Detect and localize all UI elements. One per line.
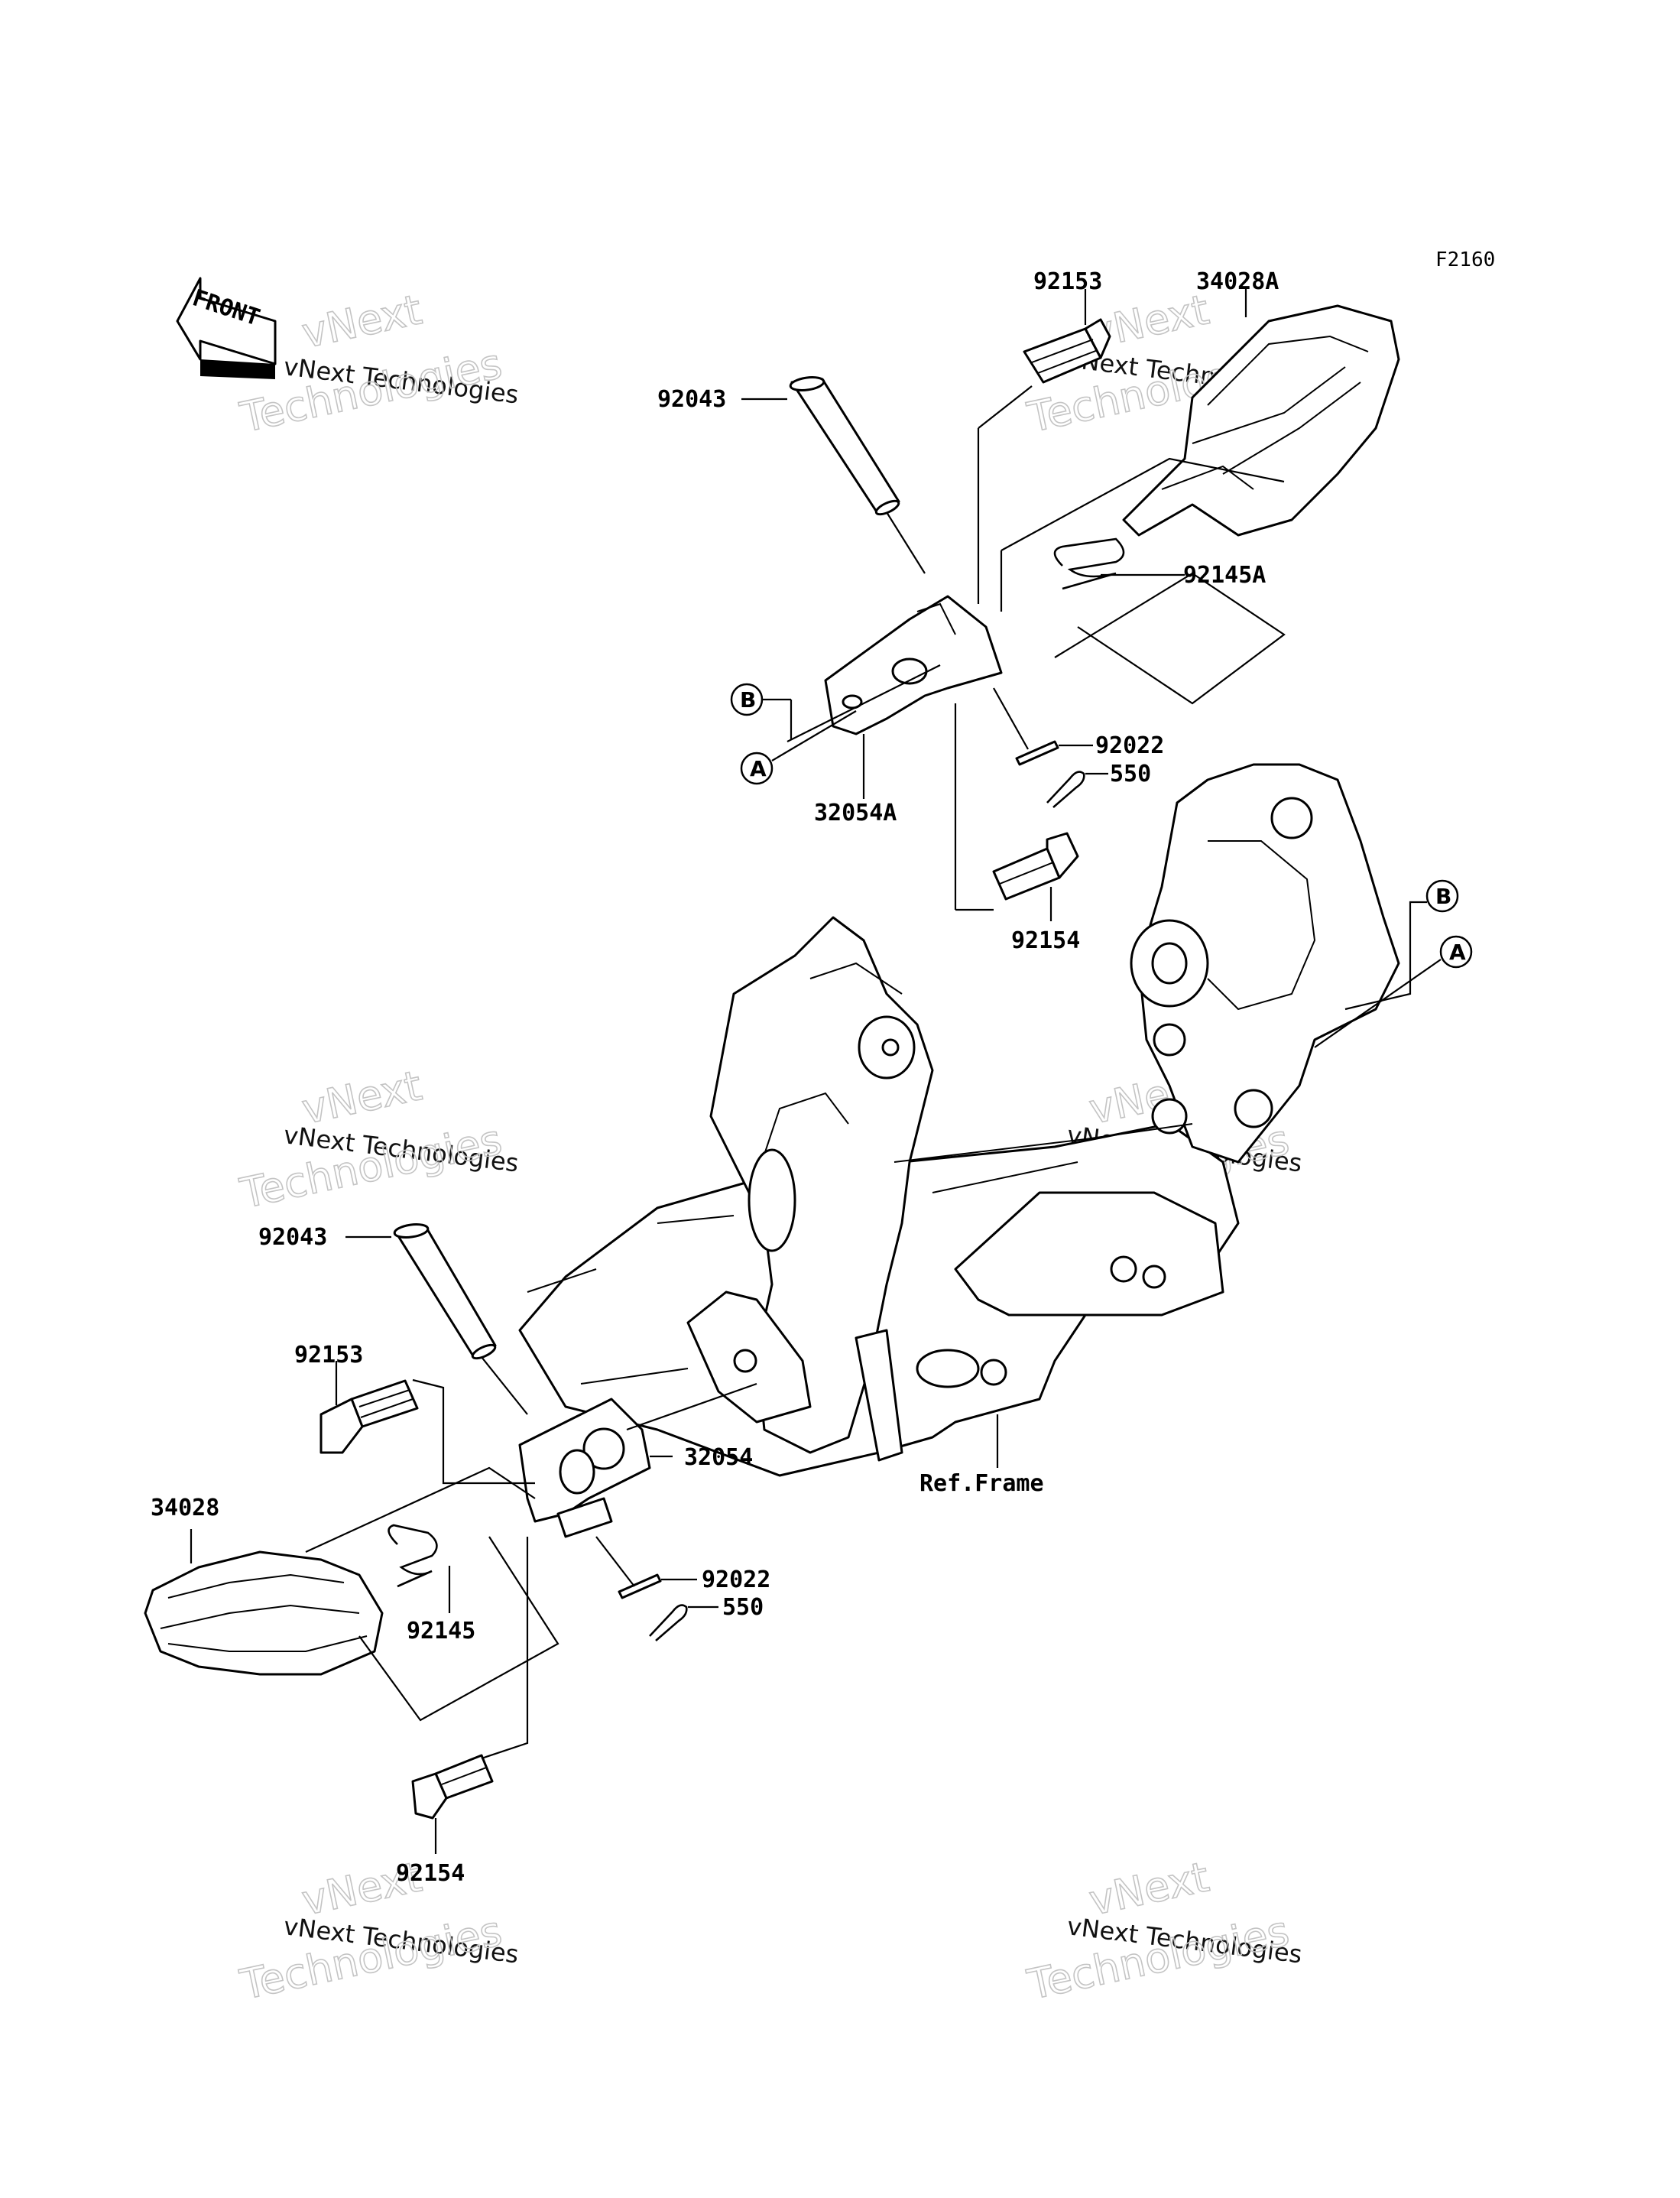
ref-marker-b-left: B [730,683,764,716]
cotter-pin-550-upper [1046,771,1085,808]
callout-upper-92145A: 92145A [1183,562,1266,589]
pin-92043-upper [789,376,900,516]
front-arrow-icon: FRONT [176,277,277,379]
watermark-bottom-left: vNext Technologies vNext Technologies [235,1852,521,2009]
ref-marker-a-left: A [740,752,774,785]
callout-ref-frame: Ref.Frame [919,1470,1044,1497]
callout-upper-92153: 92153 [1033,268,1102,295]
callout-lower-92043: 92043 [258,1224,327,1251]
footpeg-34028A [1122,304,1400,537]
spring-92145A [1053,537,1125,590]
svg-text:vNext: vNext [1085,1852,1213,1924]
callout-lower-550: 550 [722,1594,764,1621]
spring-92145 [388,1524,438,1588]
callout-upper-34028A: 34028A [1196,268,1279,295]
callout-lower-92145: 92145 [407,1618,475,1644]
cotter-pin-550-lower [649,1604,688,1641]
svg-text:B: B [740,687,756,713]
washer-92022-lower [618,1573,662,1599]
ref-marker-b-right: B [1425,879,1459,913]
callout-upper-92154: 92154 [1011,927,1080,954]
watermark-top-left: vNext Technologies vNext Technologies [235,284,521,442]
footpeg-34028 [144,1550,384,1676]
svg-text:vNext: vNext [298,1061,426,1133]
callout-upper-92043: 92043 [657,386,726,413]
bolt-92153-lower [319,1379,419,1454]
svg-text:Technologies: Technologies [236,339,506,442]
watermark-mid-left: vNext Technologies vNext Technologies [235,1060,521,1218]
callout-lower-32054: 32054 [684,1444,753,1471]
bracket-32054 [518,1398,651,1538]
ref-marker-a-right: A [1439,935,1473,969]
ref-frame-drawing [518,763,1400,1477]
bolt-92154-upper [992,832,1079,901]
callout-lower-92154: 92154 [396,1860,465,1887]
bracket-32054A [824,595,1003,735]
callout-lower-92153: 92153 [294,1342,363,1368]
pin-92043-lower [393,1223,497,1360]
callout-lower-34028: 34028 [151,1495,219,1521]
washer-92022-upper [1015,740,1059,766]
svg-text:A: A [750,756,767,781]
figure-code: F2160 [1435,248,1495,271]
svg-text:vNext: vNext [298,285,426,357]
svg-text:A: A [1449,940,1466,965]
bolt-92154-lower [411,1754,494,1820]
svg-text:B: B [1435,884,1451,909]
watermark-bottom-right: vNext Technologies vNext Technologies [1023,1852,1304,2009]
callout-upper-550: 550 [1110,761,1151,787]
bolt-92153-upper [1023,318,1111,384]
callout-upper-32054A: 32054A [814,800,897,826]
callout-upper-92022: 92022 [1095,732,1164,759]
callout-lower-92022: 92022 [702,1567,770,1593]
